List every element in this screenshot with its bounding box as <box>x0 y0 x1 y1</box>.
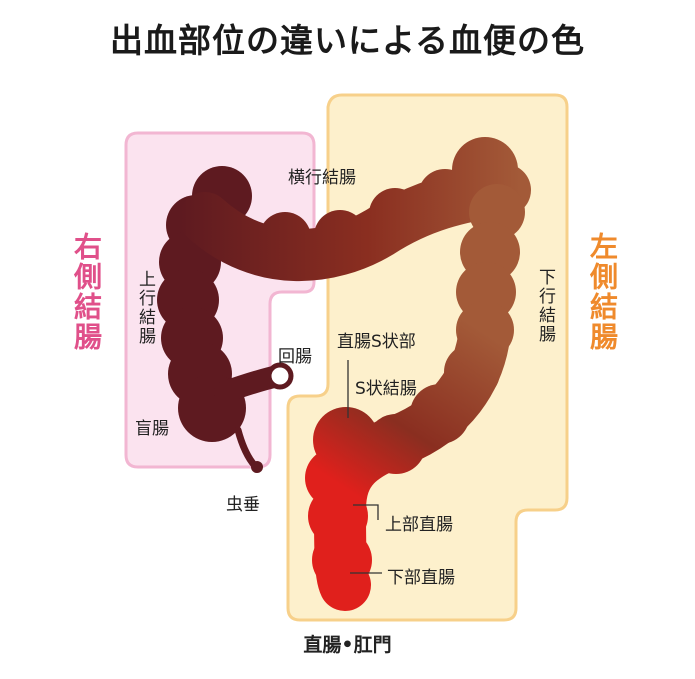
leader-upper-rectum <box>353 504 379 520</box>
sigmoid-rectum-shape <box>305 304 511 611</box>
label-transverse-colon: 横行結腸 <box>288 168 356 188</box>
label-cecum: 盲腸 <box>135 419 169 439</box>
rectum-anus-label: 直腸•肛門 <box>303 634 392 656</box>
label-sigmoid-colon: S状結腸 <box>355 379 417 399</box>
leader-lines <box>347 360 382 574</box>
colon-body <box>157 137 531 611</box>
label-rectosigmoid: 直腸S状部 <box>337 332 416 352</box>
page-title: 出血部位の違いによる血便の色 <box>109 21 585 60</box>
label-descending-colon: 下行結腸 <box>535 268 555 344</box>
label-ascending-colon: 上行結腸 <box>135 270 155 346</box>
left-colon-label: 左側結腸 <box>586 232 619 352</box>
label-appendix: 虫垂 <box>226 495 260 515</box>
ileum-shape <box>214 362 294 403</box>
ascending-colon-shape <box>157 166 252 442</box>
right-colon-label: 右側結腸 <box>70 232 103 352</box>
appendix-shape <box>234 426 263 473</box>
label-ileum: 回腸 <box>278 347 312 367</box>
label-lower-rectum: 下部直腸 <box>387 568 455 588</box>
label-upper-rectum: 上部直腸 <box>385 515 453 535</box>
